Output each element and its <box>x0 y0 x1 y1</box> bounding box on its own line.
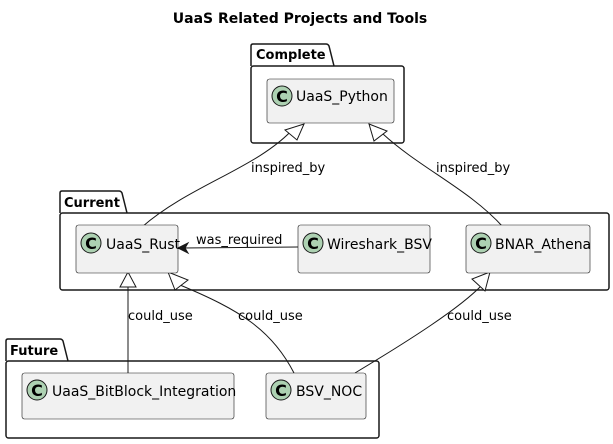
edge-wireshark-was-required-rust: was_required <box>176 233 299 255</box>
package-future-label: Future <box>10 344 58 359</box>
class-stereotype-icon <box>80 232 102 254</box>
edge-bitblock-could-use-rust: could_use <box>119 270 193 373</box>
class-bsv-noc[interactable]: C BSV_NOC <box>265 372 367 420</box>
edge-label-could-use-noc-athena: could_use <box>447 309 512 324</box>
edge-line <box>354 284 483 374</box>
edge-line <box>179 284 295 374</box>
edge-athena-inspired-by-python: inspired_by <box>368 123 511 228</box>
package-future-tab <box>5 338 69 362</box>
class-label: UaaS_Rust <box>106 237 181 253</box>
package-complete-label: Complete <box>256 48 326 63</box>
class-stereotype-icon <box>470 232 492 254</box>
package-current-tab <box>59 190 128 214</box>
edge-noc-could-use-athena: could_use <box>354 271 512 374</box>
edge-label-was-required: was_required <box>196 233 282 248</box>
inheritance-arrowhead-icon <box>119 270 137 288</box>
class-label: UaaS_BitBlock_Integration <box>52 384 236 400</box>
class-box <box>21 372 235 420</box>
class-label: BSV_NOC <box>296 384 362 400</box>
edge-label-inspired-by-left: inspired_by <box>251 161 326 176</box>
inheritance-arrowhead-icon <box>283 123 305 141</box>
class-glyph: C <box>31 381 43 400</box>
class-box <box>75 224 179 274</box>
inheritance-arrowhead-icon <box>368 123 389 142</box>
class-box <box>265 372 367 420</box>
edge-line <box>382 133 504 228</box>
class-box <box>266 78 395 124</box>
inheritance-arrowhead-icon <box>167 271 190 291</box>
class-wireshark-bsv[interactable]: C Wireshark_BSV <box>297 224 432 274</box>
edge-label-could-use-bitblock: could_use <box>128 309 193 324</box>
class-glyph: C <box>307 234 319 253</box>
class-label: UaaS_Python <box>296 89 388 105</box>
class-glyph: C <box>475 234 487 253</box>
class-uaas-rust[interactable]: C UaaS_Rust <box>75 224 181 274</box>
class-stereotype-icon <box>270 379 292 401</box>
class-glyph: C <box>276 87 288 106</box>
class-glyph: C <box>85 234 97 253</box>
edge-line <box>141 127 295 228</box>
class-uaas-bitblock-integration[interactable]: C UaaS_BitBlock_Integration <box>21 372 236 420</box>
association-arrowhead-icon <box>176 241 190 255</box>
class-glyph: C <box>275 381 287 400</box>
package-complete-tab <box>250 43 335 67</box>
class-box <box>465 224 591 274</box>
inheritance-arrowhead-icon <box>471 271 491 292</box>
edge-rust-inspired-by-python: inspired_by <box>141 123 326 228</box>
class-stereotype-icon <box>26 379 48 401</box>
class-label: BNAR_Athena <box>495 237 591 253</box>
class-bnar-athena[interactable]: C BNAR_Athena <box>465 224 591 274</box>
diagram-title: UaaS Related Projects and Tools <box>173 11 427 27</box>
edge-label-could-use-noc-rust: could_use <box>238 309 303 324</box>
package-current-label: Current <box>64 196 120 211</box>
edge-label-inspired-by-right: inspired_by <box>436 161 511 176</box>
class-stereotype-icon <box>302 232 324 254</box>
class-label: Wireshark_BSV <box>327 237 432 253</box>
edge-noc-could-use-rust: could_use <box>167 271 303 374</box>
edge-line <box>181 246 299 249</box>
class-stereotype-icon <box>271 85 293 107</box>
class-uaas-python[interactable]: C UaaS_Python <box>266 78 395 124</box>
class-box <box>297 224 431 274</box>
